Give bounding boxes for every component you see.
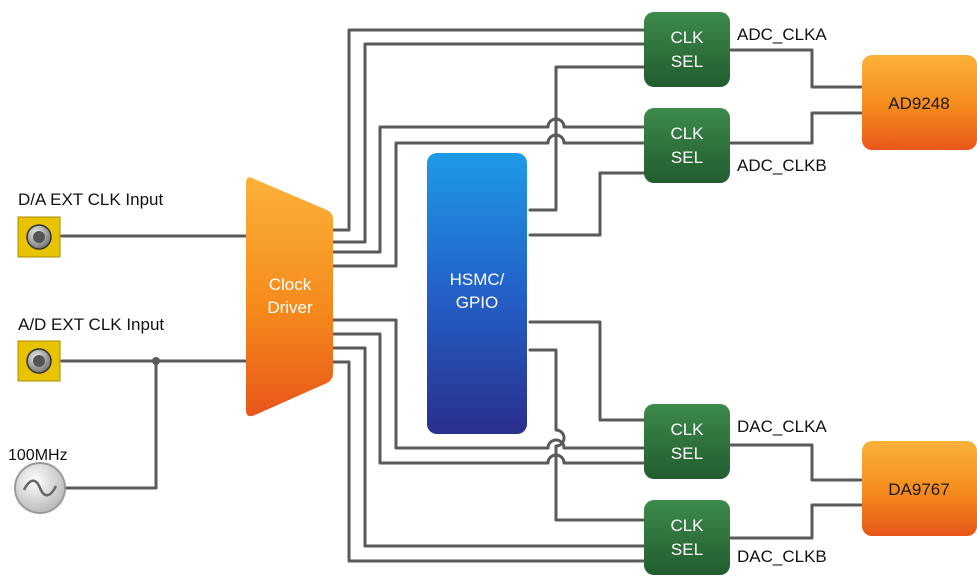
da9767-label: DA9767 — [888, 480, 949, 499]
wire-driver-to-clksel2-a — [330, 117, 647, 254]
da-ext-clk-connector — [17, 216, 61, 258]
da9767-chip: DA9767 — [862, 441, 977, 536]
hsmc-gpio-block: HSMC/ GPIO — [427, 153, 527, 434]
wire-junction-dot — [152, 357, 160, 365]
dac-clka-label: DAC_CLKA — [737, 417, 827, 436]
wire-clksel4-to-da9767 — [728, 503, 865, 540]
oscillator-label: 100MHz — [8, 447, 68, 464]
clk-sel-block-dac-a: CLK SEL — [644, 404, 730, 479]
oscillator-icon — [14, 462, 66, 514]
ad-ext-clk-label: A/D EXT CLK Input — [18, 315, 164, 334]
wires — [60, 28, 865, 563]
clk-sel-label-2: SEL — [671, 540, 703, 559]
wire-clksel1-to-ad9248 — [728, 48, 865, 89]
wire-driver-to-clksel4-b — [330, 360, 647, 563]
wire-driver-to-clksel1-a — [330, 28, 647, 232]
clk-sel-label-2: SEL — [671, 148, 703, 167]
wire-clksel3-to-da9767 — [728, 443, 865, 482]
ad9248-label: AD9248 — [888, 94, 949, 113]
wire-driver-to-clksel4-a — [330, 346, 647, 548]
wire-hsmc-to-clksel4 — [528, 348, 647, 522]
ad-ext-clk-connector — [17, 340, 61, 382]
clock-driver-label-2: Driver — [267, 298, 313, 317]
hsmc-label-2: GPIO — [456, 293, 499, 312]
wire-hsmc-to-clksel2 — [528, 171, 647, 237]
ad9248-chip: AD9248 — [862, 55, 977, 150]
clk-sel-label-1: CLK — [670, 28, 704, 47]
wire-clksel2-to-ad9248 — [728, 111, 865, 145]
adc-clka-label: ADC_CLKA — [737, 25, 827, 44]
wire-osc-to-junction — [64, 359, 158, 490]
wire-driver-to-clksel1-b — [330, 42, 647, 244]
dac-clkb-label: DAC_CLKB — [737, 547, 827, 566]
da-ext-clk-label: D/A EXT CLK Input — [18, 190, 163, 209]
wire-hsmc-to-clksel3 — [528, 320, 647, 422]
wire-hsmc-to-clksel1 — [528, 65, 647, 212]
clock-driver-label-1: Clock — [269, 275, 312, 294]
wire-driver-to-clksel2-b — [330, 133, 647, 268]
wire-driver-to-clksel3-b — [330, 332, 647, 465]
clock-driver-block: Clock Driver — [246, 177, 333, 417]
clk-sel-label-2: SEL — [671, 52, 703, 71]
hsmc-label-1: HSMC/ — [450, 270, 505, 289]
clk-sel-block-dac-b: CLK SEL — [644, 500, 730, 575]
clk-sel-block-adc-b: CLK SEL — [644, 108, 730, 183]
clk-sel-label-1: CLK — [670, 420, 704, 439]
clk-sel-block-adc-a: CLK SEL — [644, 12, 730, 87]
clk-sel-label-1: CLK — [670, 124, 704, 143]
adc-clkb-label: ADC_CLKB — [737, 156, 827, 175]
wire-driver-to-clksel3-a — [330, 318, 647, 450]
clk-sel-label-2: SEL — [671, 444, 703, 463]
clk-sel-label-1: CLK — [670, 516, 704, 535]
